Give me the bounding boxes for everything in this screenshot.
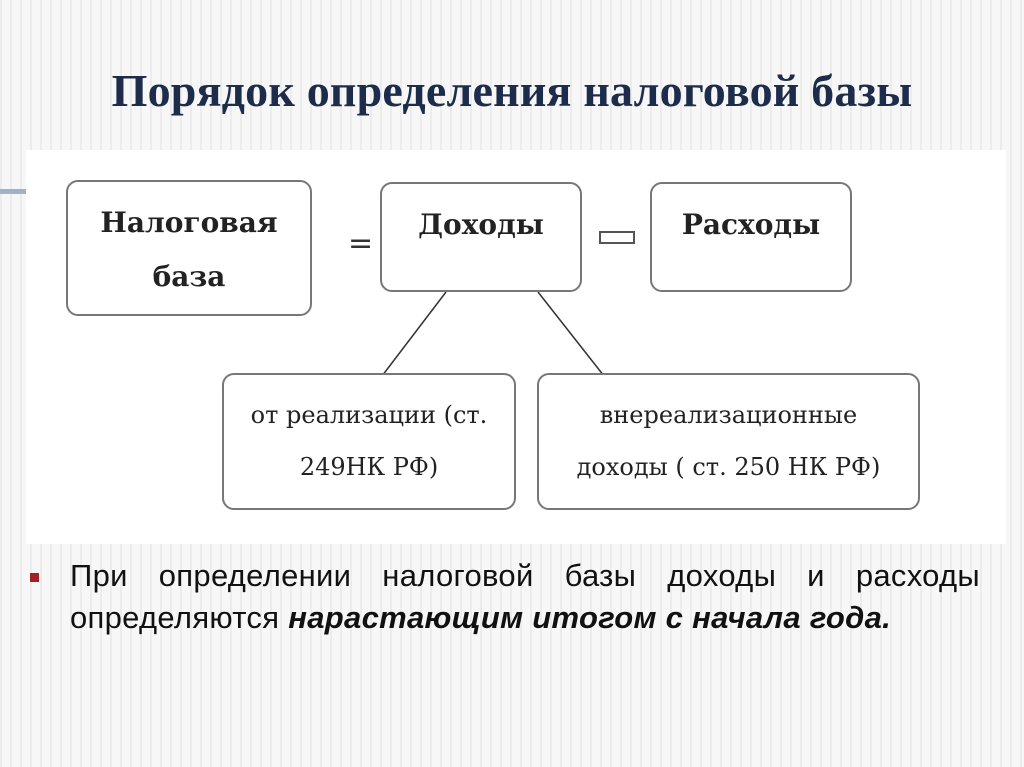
non-operating-income-line1: внереализационные xyxy=(599,401,858,429)
non-operating-income-box: внереализационные доходы ( ст. 250 НК РФ… xyxy=(537,373,920,510)
expenses-box: Расходы xyxy=(650,182,852,292)
tax-base-line2: база xyxy=(152,260,226,293)
slide-title: Порядок определения налоговой базы xyxy=(111,65,913,116)
decorative-bar xyxy=(0,189,26,194)
tax-base-line1: Налоговая xyxy=(100,206,278,239)
sales-income-box: от реализации (ст. 249НК РФ) xyxy=(222,373,516,510)
bullet-text-emphasis: нарастающим итогом с начала года. xyxy=(288,600,892,635)
connector-line-left xyxy=(381,291,447,377)
sales-income-line2: 249НК РФ) xyxy=(299,453,439,481)
bullet-marker xyxy=(30,573,39,582)
income-box: Доходы xyxy=(380,182,582,292)
bullet-text-plain: При определении налоговой базы доходы и … xyxy=(70,558,980,635)
tax-base-box: Налоговая база xyxy=(66,180,312,316)
bullet-text: При определении налоговой базы доходы и … xyxy=(70,555,980,639)
sales-income-line1: от реализации (ст. xyxy=(250,401,488,429)
non-operating-income-line2: доходы ( ст. 250 НК РФ) xyxy=(576,453,881,481)
equals-sign: = xyxy=(348,226,374,261)
income-label: Доходы xyxy=(418,208,544,241)
minus-sign xyxy=(599,231,635,244)
connector-line-right xyxy=(537,291,605,377)
expenses-label: Расходы xyxy=(681,208,821,241)
